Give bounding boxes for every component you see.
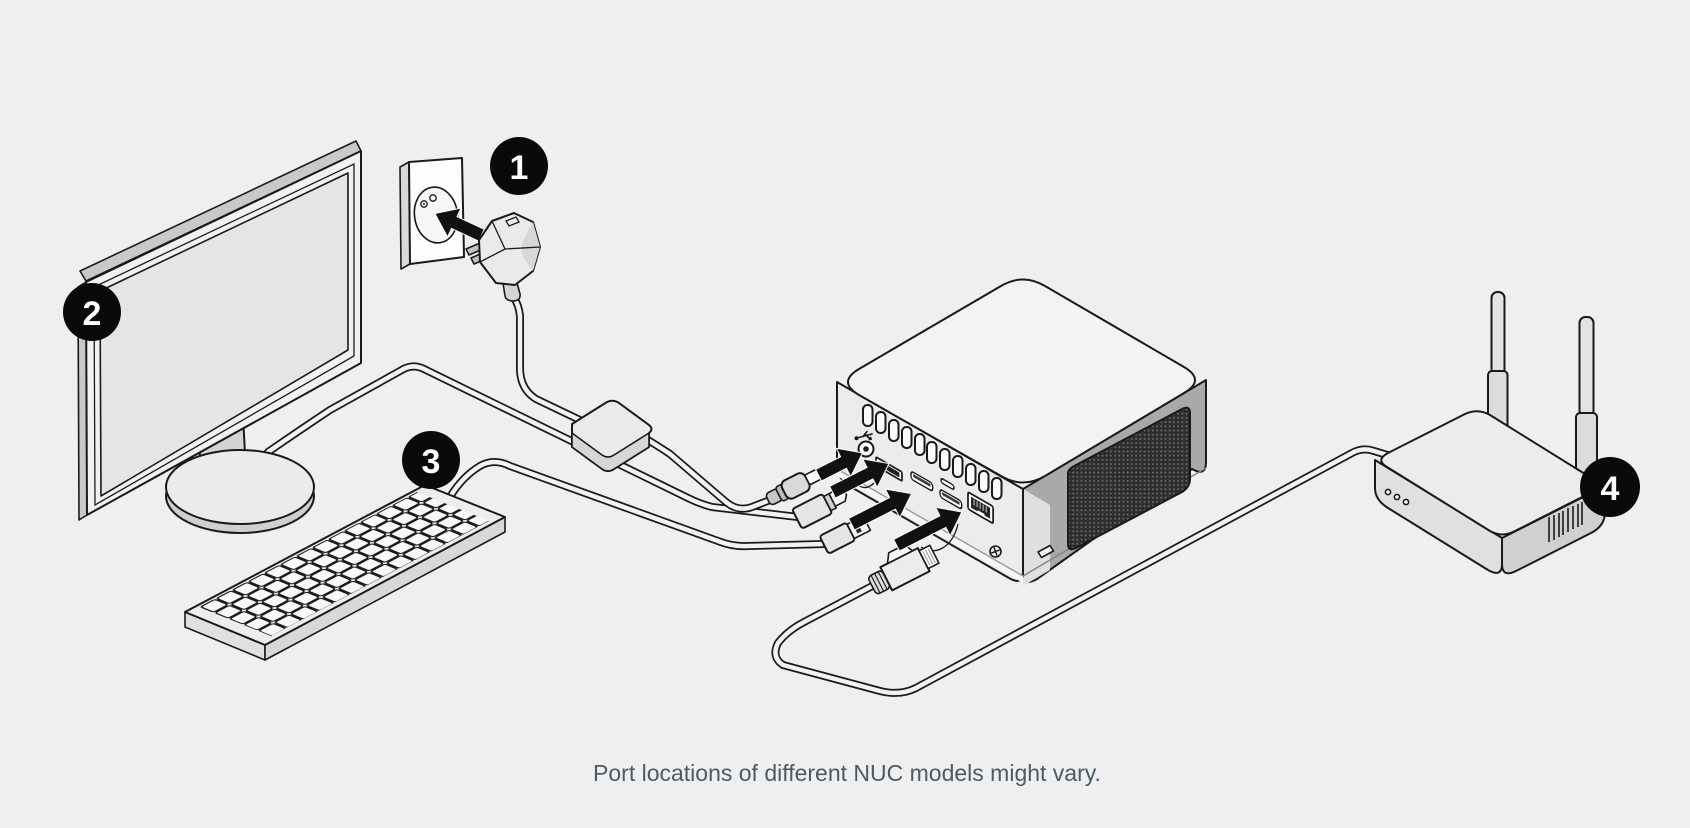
ethernet-cable xyxy=(771,445,1398,697)
keyboard-keys xyxy=(199,492,489,636)
led xyxy=(1393,493,1401,501)
usb-a-port-2 xyxy=(939,489,963,510)
monitor-screen xyxy=(99,172,349,497)
badge-circle xyxy=(490,137,548,195)
screw xyxy=(989,545,1002,558)
nuc-side-vent-mesh xyxy=(1067,406,1191,551)
badge-circle xyxy=(402,431,460,489)
callout-badge-1: 1 xyxy=(490,137,548,195)
ethernet-rj45-connector xyxy=(868,543,940,595)
badge-circle xyxy=(63,283,121,341)
power-arrow xyxy=(814,447,864,482)
router-status-leds xyxy=(1384,488,1410,506)
monitor-bezel-inner-line xyxy=(93,162,355,507)
caption: Port locations of different NUC models m… xyxy=(593,760,1101,786)
power-cord-plug-to-adapter xyxy=(509,292,588,426)
vent-slot xyxy=(901,426,913,449)
vent-slot xyxy=(991,477,1003,500)
wifi-router xyxy=(1374,291,1606,575)
plug-top-slot xyxy=(505,216,520,227)
keyboard-cable xyxy=(446,458,828,551)
hdmi-arrow xyxy=(828,458,890,499)
nuc-mini-pc xyxy=(836,278,1207,586)
usb-a-port-1 xyxy=(910,471,934,492)
nuc-top-face xyxy=(847,278,1196,484)
badge-number: 3 xyxy=(422,443,441,481)
vent-slot xyxy=(978,470,990,493)
vent-slot xyxy=(914,433,926,456)
vent-slot xyxy=(939,448,951,471)
nuc-corner-highlight xyxy=(1023,489,1050,586)
keyboard xyxy=(184,484,506,661)
router-antenna-right xyxy=(1575,316,1598,476)
badge-number: 1 xyxy=(510,149,529,187)
usb-logo-icon xyxy=(854,430,873,441)
kensington-slot xyxy=(1037,544,1055,559)
wall-outlet xyxy=(399,157,465,270)
arrows xyxy=(814,447,963,552)
badge-number: 2 xyxy=(83,295,102,333)
plug-facet-lines xyxy=(479,220,541,263)
monitor-base xyxy=(165,449,315,525)
usb-arrow xyxy=(847,488,913,531)
power-barrel-connector xyxy=(765,469,822,506)
badge-circle xyxy=(1580,457,1640,517)
callout-badge-4: 4 xyxy=(1580,457,1640,517)
badge-number: 4 xyxy=(1601,470,1620,508)
router-antenna-left xyxy=(1487,291,1509,434)
monitor-video-cable xyxy=(264,362,802,521)
vent-slot xyxy=(965,463,977,486)
vent-slot xyxy=(952,455,964,478)
callout-badge-3: 3 xyxy=(402,431,460,489)
monitor xyxy=(77,140,362,534)
outlet-hole-right xyxy=(429,194,437,202)
router-vent-slats xyxy=(1548,502,1583,542)
power-plug xyxy=(465,212,541,302)
led xyxy=(1384,488,1392,496)
vent-slot xyxy=(926,441,938,464)
power-adapter xyxy=(571,399,653,472)
power-cord-adapter-to-nuc xyxy=(644,436,774,513)
ethernet-arrow xyxy=(892,506,963,552)
ethernet-port xyxy=(967,491,995,524)
led xyxy=(1402,498,1410,506)
vent-slot xyxy=(862,404,874,427)
vent-slot xyxy=(888,419,900,442)
vent-slot xyxy=(875,411,887,434)
usb-c-port xyxy=(940,477,955,491)
nuc-rear-vent-slots xyxy=(862,404,1003,500)
plug-facet-shade xyxy=(521,222,540,271)
callout-badge-2: 2 xyxy=(63,283,121,341)
outlet-hole-left xyxy=(420,200,428,208)
outlet-arrow xyxy=(434,207,485,242)
